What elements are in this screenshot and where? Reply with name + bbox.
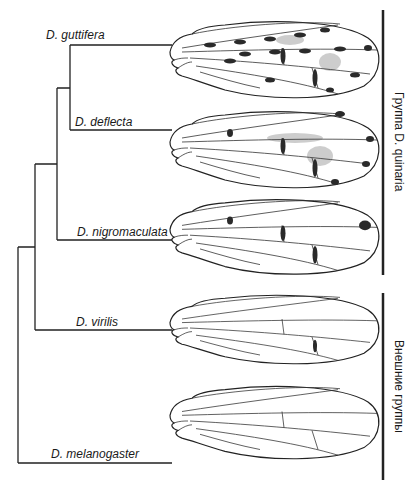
species-label: D. deflecta — [74, 116, 133, 129]
wing — [170, 22, 379, 98]
group-brackets — [382, 10, 385, 480]
wing-drawings — [170, 22, 379, 459]
group-label: Группа D. quinaria — [391, 92, 404, 191]
tree-branches — [18, 45, 172, 463]
species-label: D. melanogaster — [50, 448, 140, 461]
group-label: Внешние группы — [391, 340, 404, 433]
wing — [170, 387, 379, 459]
wing — [170, 295, 379, 363]
species-label: D. guttifera — [45, 29, 106, 42]
wing — [170, 200, 379, 275]
species-label: D. virilis — [75, 316, 119, 329]
wing — [170, 111, 379, 188]
species-label: D. nigromaculata — [76, 226, 169, 239]
